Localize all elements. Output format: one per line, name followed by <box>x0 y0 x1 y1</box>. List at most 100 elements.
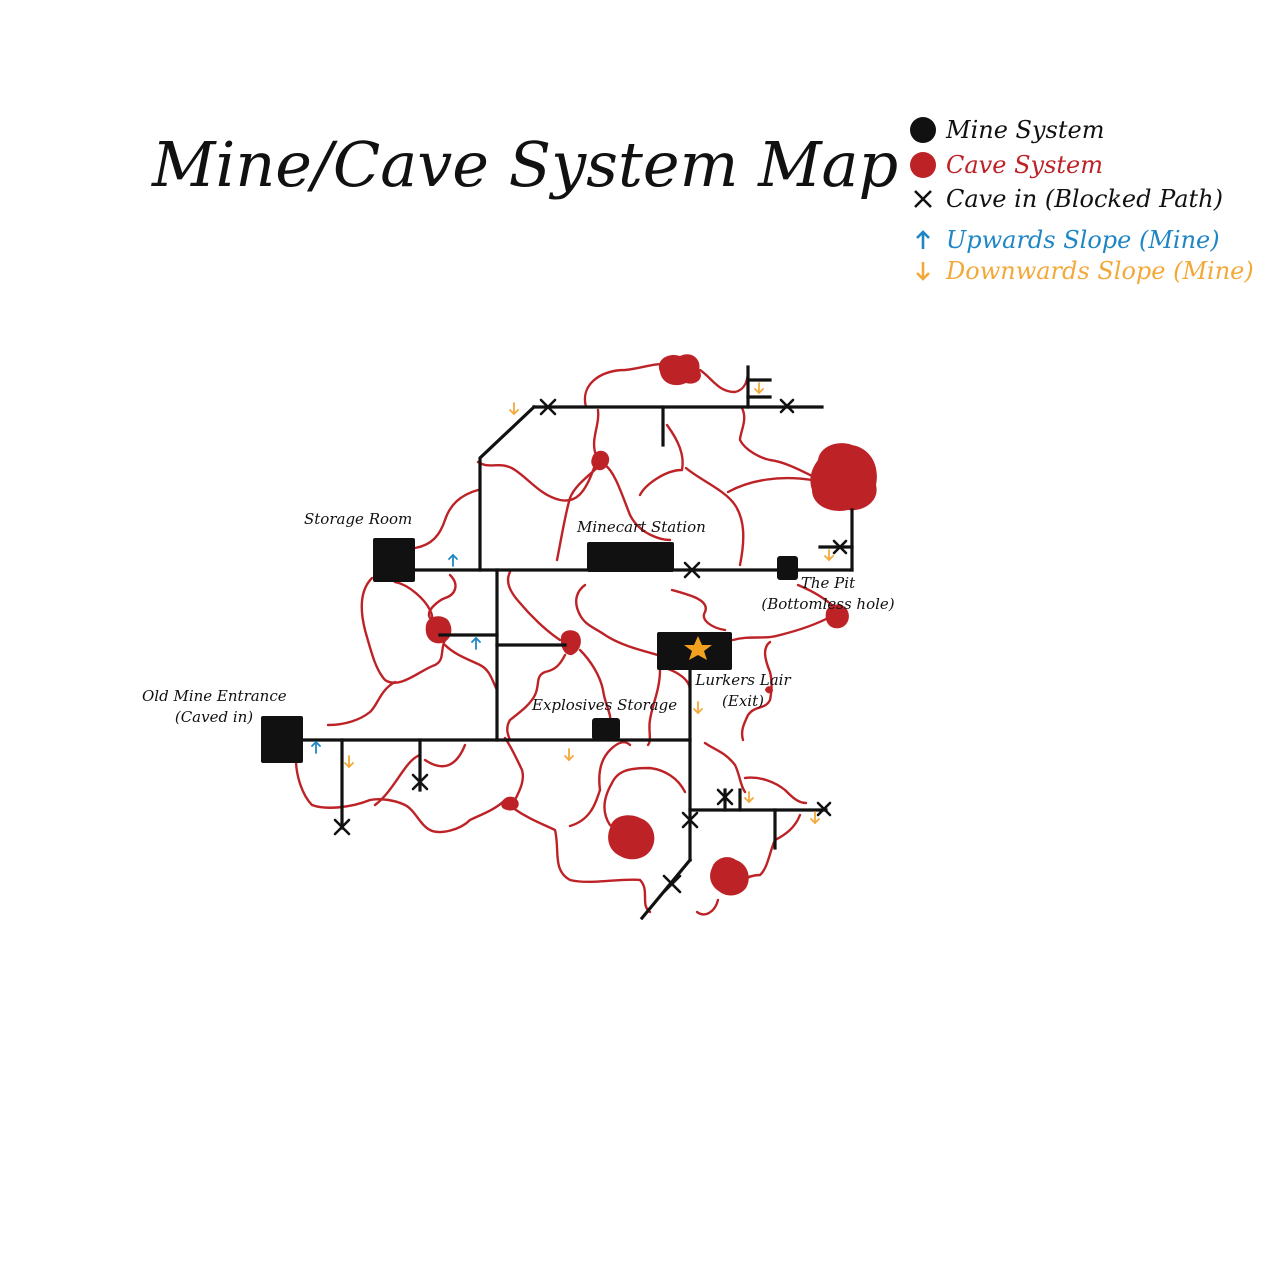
cave-tunnel <box>698 368 750 394</box>
cross-icon <box>779 398 795 414</box>
cave-tunnel <box>663 666 692 692</box>
downwards-slopes <box>344 382 834 825</box>
label-storage-room: Storage Room <box>304 510 413 528</box>
legend-label: Downwards Slope (Mine) <box>946 257 1254 285</box>
down-arrow-icon <box>509 402 519 416</box>
cave-tunnel <box>738 406 814 478</box>
cave-chamber <box>810 443 877 511</box>
old-mine-entrance-name: Old Mine Entrance <box>142 687 287 705</box>
cave-tunnel <box>511 806 652 914</box>
legend-label: Cave System <box>946 151 1103 179</box>
mine-tunnel <box>478 404 537 572</box>
red-circle-icon <box>910 152 936 178</box>
cave-tunnel <box>578 648 612 724</box>
cave-tunnel <box>684 466 745 567</box>
cave-tunnel <box>360 576 447 684</box>
cross-icon <box>662 874 682 894</box>
cave-tunnel <box>506 570 562 642</box>
cave-ins <box>333 398 848 894</box>
up-arrow-icon <box>311 740 321 754</box>
cave-tunnel <box>583 363 670 409</box>
star-icon <box>684 636 712 660</box>
explosives-storage <box>592 718 620 740</box>
down-arrow-icon <box>824 549 834 562</box>
cave-tunnel <box>326 680 397 727</box>
legend-label: Upwards Slope (Mine) <box>946 226 1220 254</box>
label-explosives-storage: Explosives Storage <box>532 696 678 714</box>
legend-item-downwards-slope: Downwards Slope (Mine) <box>908 255 1254 287</box>
lurkers-lair-name: Lurkers Lair <box>695 671 791 689</box>
old-mine-entrance-note: (Caved in) <box>174 708 254 726</box>
cave-tunnel <box>443 643 499 692</box>
mine-tunnels <box>280 365 854 921</box>
old-mine-entrance <box>261 716 303 763</box>
cave-chambers <box>425 354 877 896</box>
cave-chamber <box>560 630 581 656</box>
cave-tunnel <box>476 460 597 502</box>
legend-item-cave-system: Cave System <box>908 149 1103 181</box>
down-arrow-icon <box>810 811 820 825</box>
cave-tunnel <box>294 758 507 834</box>
cross-icon <box>539 398 557 416</box>
map-title: Mine/Cave System Map <box>152 128 899 201</box>
down-arrow-icon <box>916 262 930 281</box>
down-arrow-icon <box>693 701 703 715</box>
label-lurkers-lair: Lurkers Lair (Exit) <box>694 670 792 712</box>
cave-chamber <box>765 686 773 694</box>
cross-icon <box>816 801 832 817</box>
cave-chamber <box>825 604 849 629</box>
minecart-station <box>587 542 674 572</box>
black-circle-icon <box>910 117 936 143</box>
label-the-pit: The Pit (Bottomless hole) <box>760 573 896 615</box>
label-minecart-station: Minecart Station <box>577 518 706 536</box>
legend-item-upwards-slope: Upwards Slope (Mine) <box>908 224 1220 256</box>
cave-tunnel <box>575 583 660 657</box>
cave-chamber <box>425 616 452 644</box>
cross-icon <box>683 561 701 579</box>
cave-tunnels <box>294 363 837 916</box>
cave-tunnel <box>393 580 434 632</box>
mine-rooms <box>261 538 798 763</box>
cave-tunnel <box>503 736 525 802</box>
cross-icon <box>832 539 848 555</box>
cave-tunnel <box>603 766 687 827</box>
down-arrow-icon <box>564 748 574 762</box>
down-arrow-icon <box>344 755 354 769</box>
the-pit-note: (Bottomless hole) <box>761 595 895 613</box>
cave-tunnel <box>592 408 600 457</box>
legend-label: Cave in (Blocked Path) <box>946 185 1223 213</box>
lurkers-lair-note: (Exit) <box>722 692 764 710</box>
the-pit <box>777 556 798 580</box>
cave-chamber <box>658 354 701 386</box>
up-arrow-icon <box>448 553 458 567</box>
cave-tunnel <box>740 640 773 742</box>
up-arrow-icon <box>916 230 930 249</box>
cave-tunnel <box>373 753 422 807</box>
cave-tunnel <box>731 615 832 642</box>
down-arrow-icon <box>754 382 764 395</box>
cave-tunnel <box>743 776 808 805</box>
cave-tunnel <box>603 463 672 542</box>
cave-tunnel <box>427 573 457 620</box>
cave-tunnel <box>413 488 480 550</box>
legend-item-cave-in: Cave in (Blocked Path) <box>908 183 1223 215</box>
storage-room <box>373 538 415 582</box>
cave-tunnel <box>703 741 747 794</box>
cave-tunnel <box>598 741 632 792</box>
cave-tunnel <box>506 653 567 742</box>
cave-tunnel <box>726 476 814 494</box>
cave-tunnel <box>695 898 720 916</box>
cross-icon <box>333 818 351 836</box>
legend-item-mine-system: Mine System <box>908 114 1104 146</box>
the-pit-name: The Pit <box>800 574 856 592</box>
legend-label: Mine System <box>946 116 1105 144</box>
upwards-slopes <box>311 553 481 754</box>
cave-chamber <box>608 815 655 860</box>
up-arrow-icon <box>471 636 481 650</box>
cave-tunnel <box>568 788 602 828</box>
cave-tunnel <box>670 588 727 632</box>
label-old-mine-entrance: Old Mine Entrance (Caved in) <box>142 686 287 728</box>
cross-icon <box>681 811 699 829</box>
